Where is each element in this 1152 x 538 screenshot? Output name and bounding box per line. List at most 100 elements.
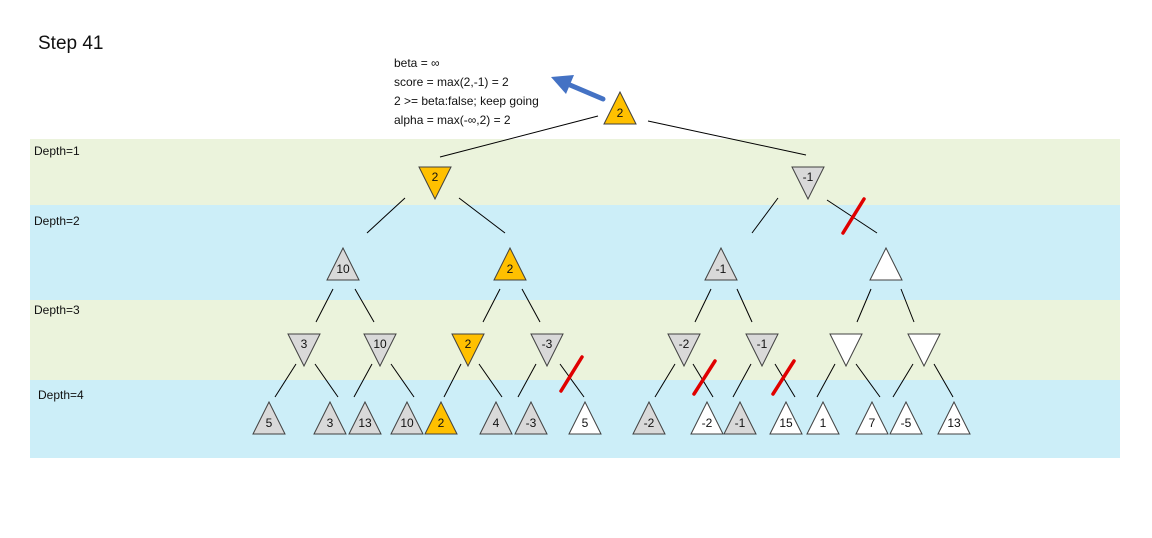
max-node-d4-4: 2 — [424, 400, 458, 435]
max-triangle-shape — [313, 400, 347, 435]
max-triangle-shape — [514, 400, 548, 435]
tree-edge-6 — [315, 288, 334, 323]
max-triangle-shape — [493, 246, 527, 281]
max-node-d4-13: 7 — [855, 400, 889, 435]
node-value: 5 — [582, 416, 589, 430]
tree-edge-9 — [521, 288, 541, 323]
max-triangle-shape — [479, 400, 513, 435]
node-value: 15 — [779, 416, 793, 430]
min-node-d3-2: 2 — [451, 333, 485, 368]
node-value: -3 — [526, 416, 537, 430]
min-node-d1-0: 2 — [418, 166, 452, 201]
max-node-d4-2: 13 — [348, 400, 382, 435]
tree-edge-12 — [856, 288, 872, 323]
return-arrow-icon — [551, 75, 606, 102]
min-node-d3-0: 3 — [287, 333, 321, 368]
node-value: 2 — [465, 337, 472, 351]
node-value: -3 — [542, 337, 553, 351]
tree-edge-27 — [855, 363, 881, 398]
min-triangle-shape — [287, 333, 321, 368]
prune-mark-2 — [692, 359, 717, 396]
min-node-d3-6 — [829, 333, 863, 368]
step-notes: beta = ∞ score = max(2,-1) = 2 2 >= beta… — [394, 54, 539, 130]
min-node-d3-5: -1 — [745, 333, 779, 368]
tree-edge-21 — [559, 363, 585, 398]
prune-mark-3 — [771, 359, 796, 396]
tree-edge-3 — [458, 197, 506, 234]
tree-edge-0 — [439, 115, 599, 158]
tree-edge-15 — [314, 363, 339, 398]
step-title: Step 41 — [38, 33, 104, 54]
max-node-d4-14: -5 — [889, 400, 923, 435]
node-value: 2 — [438, 416, 445, 430]
depth-band-1 — [30, 139, 1120, 205]
tree-edge-25 — [774, 363, 796, 398]
node-value: 7 — [869, 416, 876, 430]
max-triangle-shape — [855, 400, 889, 435]
min-triangle-shape — [667, 333, 701, 368]
tree-edge-13 — [900, 288, 915, 323]
note-line-beta: beta = ∞ — [394, 56, 440, 70]
node-value: -2 — [644, 416, 655, 430]
depth-label-2: Depth=2 — [34, 214, 80, 228]
max-node-d4-0: 5 — [252, 400, 286, 435]
node-value: 2 — [617, 106, 624, 120]
max-triangle-shape — [348, 400, 382, 435]
max-triangle-shape — [603, 90, 637, 125]
node-value: 13 — [947, 416, 961, 430]
max-node-d4-11: 15 — [769, 400, 803, 435]
tree-edge-1 — [647, 120, 807, 156]
note-line-check: 2 >= beta:false; keep going — [394, 94, 539, 108]
min-triangle-shape — [418, 166, 452, 201]
node-value: -1 — [735, 416, 746, 430]
max-node-d2-0: 10 — [326, 246, 360, 281]
max-node-d2-1: 2 — [493, 246, 527, 281]
tree-edge-10 — [694, 288, 712, 323]
max-node-d4-10: -1 — [723, 400, 757, 435]
min-triangle-shape — [530, 333, 564, 368]
max-node-d4-8: -2 — [632, 400, 666, 435]
node-value: -2 — [679, 337, 690, 351]
node-value: -5 — [901, 416, 912, 430]
min-node-d3-3: -3 — [530, 333, 564, 368]
max-triangle-shape — [326, 246, 360, 281]
tree-edge-4 — [751, 197, 779, 234]
max-triangle-shape — [390, 400, 424, 435]
max-triangle-shape — [424, 400, 458, 435]
max-triangle-shape — [704, 246, 738, 281]
max-triangle-shape — [769, 400, 803, 435]
tree-edge-7 — [354, 288, 375, 323]
node-value: 4 — [493, 416, 500, 430]
tree-edge-16 — [353, 363, 373, 398]
max-triangle-shape — [723, 400, 757, 435]
node-value: -1 — [803, 170, 814, 184]
tree-edge-20 — [517, 363, 537, 398]
max-node-d4-1: 3 — [313, 400, 347, 435]
max-node-d2-3 — [869, 246, 903, 281]
min-triangle-shape — [745, 333, 779, 368]
min-node-d3-4: -2 — [667, 333, 701, 368]
max-node-d4-15: 13 — [937, 400, 971, 435]
note-line-alpha: alpha = max(-∞,2) = 2 — [394, 113, 511, 127]
node-value: 10 — [336, 262, 350, 276]
node-value: -2 — [702, 416, 713, 430]
max-node-d2-2: -1 — [704, 246, 738, 281]
max-node-d4-7: 5 — [568, 400, 602, 435]
max-triangle-shape — [869, 246, 903, 281]
max-node-d4-12: 1 — [806, 400, 840, 435]
node-value: -1 — [716, 262, 727, 276]
depth-label-3: Depth=3 — [34, 303, 80, 317]
tree-edge-11 — [736, 288, 753, 323]
max-node-d4-5: 4 — [479, 400, 513, 435]
node-value: 3 — [301, 337, 308, 351]
prune-mark-0 — [841, 197, 866, 235]
tree-edge-2 — [366, 197, 406, 234]
max-node-d4-6: -3 — [514, 400, 548, 435]
node-value: 2 — [507, 262, 514, 276]
depth-band-2 — [30, 205, 1120, 300]
max-triangle-shape — [690, 400, 724, 435]
max-triangle-shape — [632, 400, 666, 435]
node-value: 10 — [373, 337, 387, 351]
